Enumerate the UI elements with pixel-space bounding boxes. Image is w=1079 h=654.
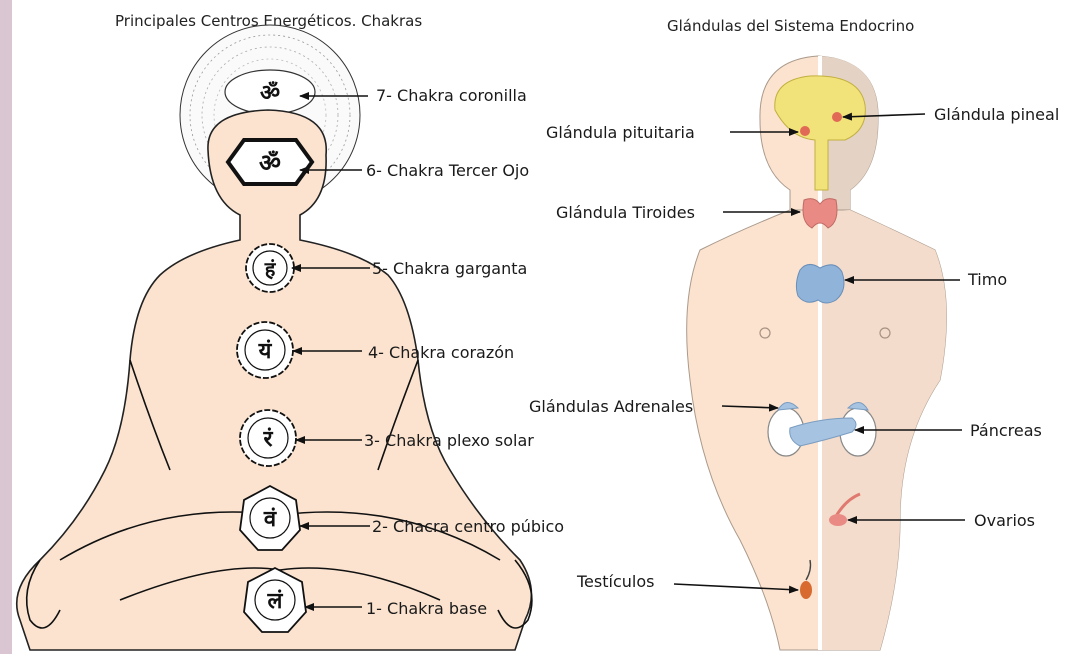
chakra-label-7: 7- Chakra coronilla [376, 86, 527, 105]
label-adrenales: Glándulas Adrenales [529, 397, 693, 416]
testicle [800, 581, 812, 599]
pineal-gland [832, 112, 842, 122]
chakra-badge-6: ॐ [228, 140, 312, 184]
chakra-label-2: 2- Chacra centro púbico [372, 517, 564, 536]
chakra-label-4: 4- Chakra corazón [368, 343, 514, 362]
svg-text:ॐ: ॐ [260, 81, 280, 106]
chakra-label-3: 3- Chakra plexo solar [364, 431, 534, 450]
svg-text:ॐ: ॐ [259, 149, 281, 177]
chakra-label-1: 1- Chakra base [366, 599, 487, 618]
chakra-label-5: 5- Chakra garganta [372, 259, 527, 278]
label-pancreas: Páncreas [970, 421, 1042, 440]
label-pineal: Glándula pineal [934, 105, 1059, 124]
ovary [829, 514, 847, 526]
chakra-badge-5: हं [246, 244, 294, 292]
svg-text:रं: रं [263, 427, 274, 452]
chakra-label-6: 6- Chakra Tercer Ojo [366, 161, 529, 180]
chakra-badge-7: ॐ [260, 81, 280, 106]
thymus-gland [796, 264, 844, 303]
label-timo: Timo [967, 270, 1007, 289]
svg-text:यं: यं [258, 339, 273, 364]
chakra-badge-4: यं [237, 322, 293, 378]
svg-text:लं: लं [267, 589, 284, 614]
svg-text:हं: हं [264, 257, 277, 281]
label-ovarios: Ovarios [974, 511, 1035, 530]
label-pituitaria: Glándula pituitaria [546, 123, 695, 142]
svg-text:वं: वं [263, 507, 277, 532]
chakra-badge-3: रं [240, 410, 296, 466]
label-tiroides: Glándula Tiroides [556, 203, 695, 222]
title-endocrine: Glándulas del Sistema Endocrino [667, 17, 914, 35]
label-testiculos: Testículos [576, 572, 654, 591]
pituitary-gland [800, 126, 810, 136]
